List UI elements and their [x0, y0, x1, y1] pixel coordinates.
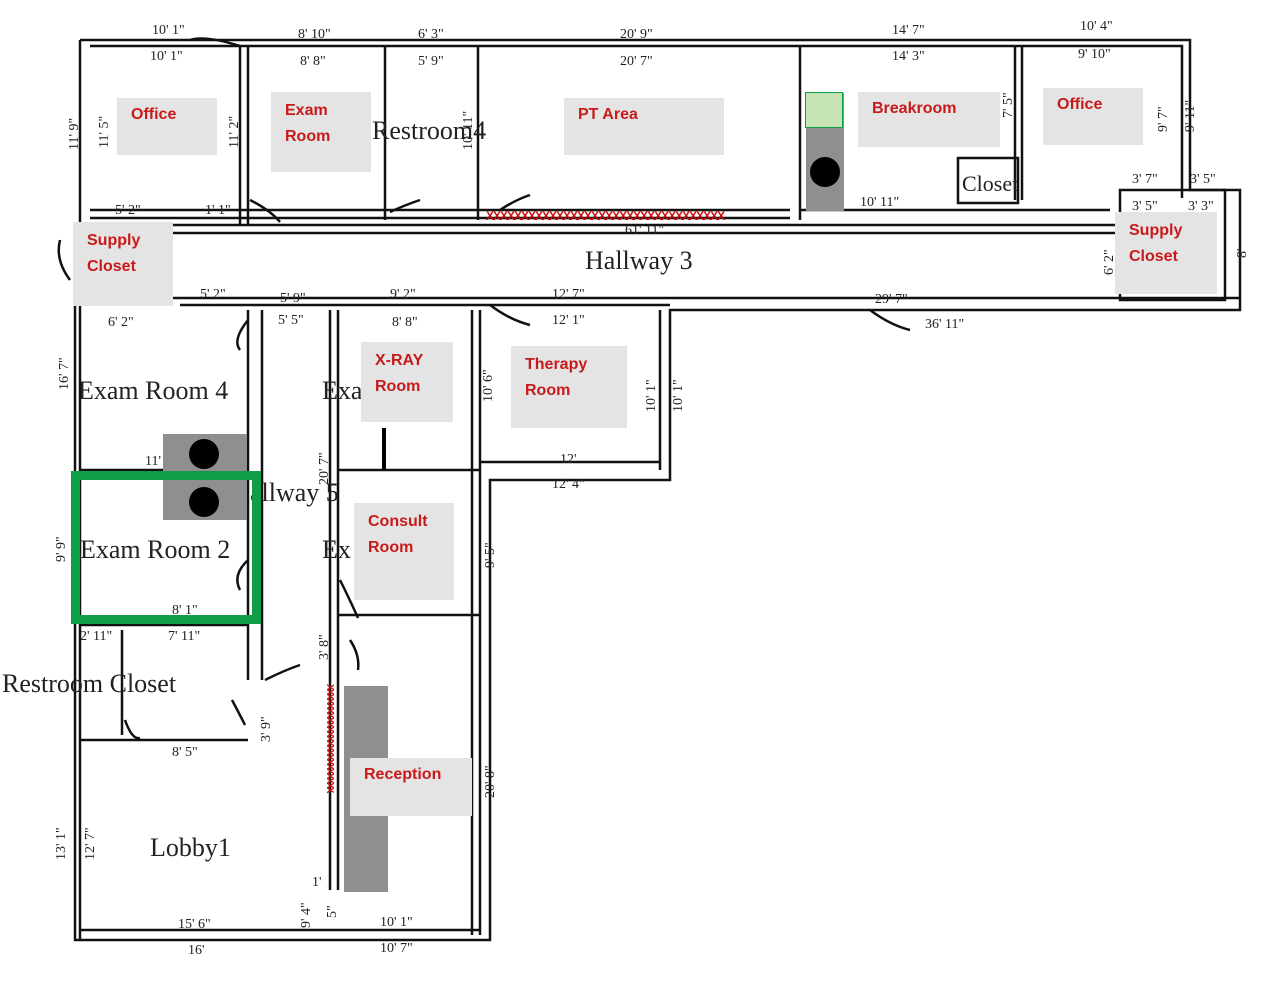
dimension-vertical: 8': [1235, 248, 1250, 258]
label-office-left: Office: [117, 98, 217, 155]
dimension: 16': [188, 943, 205, 958]
marker-dot: [189, 487, 219, 517]
dimension: 6' 2": [108, 315, 134, 330]
dimension: 1' 1": [205, 203, 231, 218]
restroom-1-text: Restroom Closet: [2, 669, 177, 698]
dimension: 3' 5": [1190, 172, 1216, 187]
dimension: 14' 7": [892, 23, 925, 38]
dimension: 12': [560, 452, 577, 467]
dimension: 20' 7": [620, 54, 653, 69]
dimension-vertical: 3' 9": [259, 716, 274, 742]
dimension-vertical: 9' 5": [483, 542, 498, 568]
dimension: 3' 7": [1132, 172, 1158, 187]
dimension-vertical: 11' 5": [97, 115, 112, 148]
dimension-vertical: 9' 11": [1183, 99, 1198, 132]
dimension: 3' 3": [1188, 199, 1214, 214]
exam-room-2-text: Exam Room 2: [80, 535, 231, 564]
dimension: 10' 7": [380, 941, 413, 956]
light-green-box: [805, 92, 843, 128]
dimension: 10' 11": [860, 195, 900, 210]
dimension: 8' 8": [392, 315, 418, 330]
dimension: 15' 6": [178, 917, 211, 932]
marker-dot: [189, 439, 219, 469]
dimension: 1': [312, 875, 322, 890]
dimension: 14' 3": [892, 49, 925, 64]
label-pt-area: PT Area: [564, 98, 724, 155]
dimension-vertical: 20' 8": [483, 765, 498, 798]
hallway-5-text: allway 5: [250, 478, 339, 507]
label-supply-closet-left: Supply Closet: [73, 222, 173, 306]
dimension-vertical: 11' 9": [67, 117, 82, 150]
label-xray-room: X-RAY Room: [361, 342, 453, 422]
dimension-vertical: 10' 1": [671, 379, 686, 412]
x-marker-row: XXXXXXXXXXXXXXXXXXXXXXXXXXXXXXXXXX: [486, 209, 725, 223]
dimension: 36' 11": [925, 317, 965, 332]
dimension: 8' 5": [172, 745, 198, 760]
dimension: 2' 11": [80, 629, 113, 644]
dimension: 5' 2": [200, 287, 226, 302]
closet-text: Closet: [962, 171, 1019, 196]
dimension-vertical: 3' 8": [317, 634, 332, 660]
dimension: 8' 10": [298, 27, 331, 42]
dimension-vertical: 10' 11": [461, 110, 476, 150]
label-supply-closet-right: Supply Closet: [1115, 212, 1217, 294]
label-therapy-room: Therapy Room: [511, 346, 627, 428]
dimension-vertical: 9' 4": [299, 902, 314, 928]
dimension: 5' 9": [418, 54, 444, 69]
highlighted-room-outline: [71, 471, 261, 624]
dimension: 10' 1": [380, 915, 413, 930]
dimension: 20' 9": [620, 27, 653, 42]
dimension: 29' 7": [875, 292, 908, 307]
dimension: 12' 1": [552, 313, 585, 328]
hallway-3-text: Hallway 3: [585, 246, 693, 275]
dimension-vertical: 9' 9": [54, 536, 69, 562]
dimension-vertical: 12' 7": [83, 827, 98, 860]
dimension: 7' 11": [168, 629, 201, 644]
dimension: 10' 1": [150, 49, 183, 64]
restroom-4-text: Restroom4: [372, 116, 487, 145]
dimension-vertical: 16' 7": [57, 357, 72, 390]
label-exam-room: Exam Room: [271, 92, 371, 172]
dimension: 9' 10": [1078, 47, 1111, 62]
dimension: 11': [145, 454, 162, 469]
dimension: 6' 3": [418, 27, 444, 42]
dimension-vertical: 5": [325, 905, 340, 918]
dimension-vertical: 7' 5": [1001, 92, 1016, 118]
lobby-1-text: Lobby1: [150, 833, 231, 862]
dimension: 8' 8": [300, 54, 326, 69]
dimension-vertical: 11' 2": [227, 115, 242, 148]
dimension: 5' 2": [115, 203, 141, 218]
dimension: 10' 1": [152, 23, 185, 38]
dimension: 8' 1": [172, 603, 198, 618]
dimension-vertical: 10' 6": [481, 369, 496, 402]
dimension: 61' 11": [625, 223, 665, 238]
dimension: 5' 5": [278, 313, 304, 328]
dimension: 5' 9": [280, 291, 306, 306]
label-office-right: Office: [1043, 88, 1143, 145]
dimension: 10' 4": [1080, 19, 1113, 34]
dimension: 3' 5": [1132, 199, 1158, 214]
label-breakroom: Breakroom: [858, 92, 1000, 147]
dimension: 9' 2": [390, 287, 416, 302]
exam-room-4-text: Exam Room 4: [78, 376, 229, 405]
label-consult-room: Consult Room: [354, 503, 454, 600]
dimension-vertical: 13' 1": [54, 827, 69, 860]
dimension: 12' 7": [552, 287, 585, 302]
dimension: 12' 4": [552, 477, 585, 492]
x-marker-column: XXXXXXXXXXXXXXXXXXXXXXX: [324, 684, 335, 792]
dimension-vertical: 9' 7": [1156, 106, 1171, 132]
marker-dot: [810, 157, 840, 187]
dimension-vertical: 10' 1": [644, 379, 659, 412]
label-reception: Reception: [350, 758, 472, 816]
dimension-vertical: 20' 7": [317, 452, 332, 485]
